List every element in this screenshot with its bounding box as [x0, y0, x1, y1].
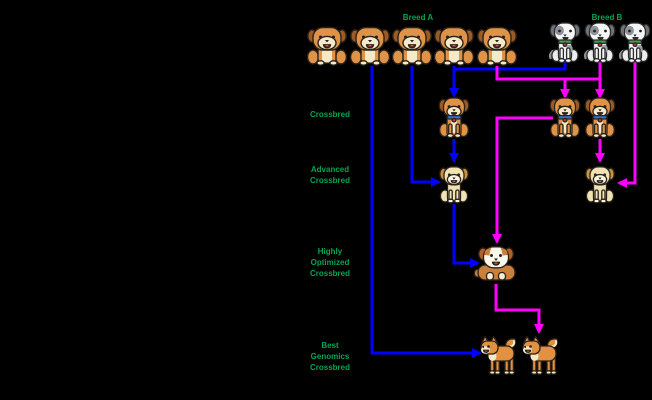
generation-label-line: Genomics [310, 352, 350, 361]
brown-puppy-dog-icon [432, 26, 476, 66]
generation-label-line: Crossbred [309, 110, 350, 119]
gray-spotted-dog-icon [581, 22, 619, 64]
orange-puppy-blue-collar-icon [581, 97, 619, 139]
generation-label-crossbred: Crossbred [299, 109, 361, 120]
brown-puppy-dog-icon [475, 26, 519, 66]
brown-puppy-dog-icon [348, 26, 392, 66]
generation-label-line: Crossbred [309, 269, 350, 278]
generation-label-line: Crossbred [309, 363, 350, 372]
cross-arrow-magenta [492, 116, 553, 244]
cross-arrow-blue [454, 62, 567, 71]
cross-arrow-magenta [494, 284, 544, 334]
generation-label-best-genomics-crossbred: Best Genomics Crossbred [299, 340, 361, 373]
cross-arrow-blue [410, 66, 441, 187]
generation-label-highly-optimized-crossbred: Highly Optimized Crossbred [299, 246, 361, 279]
tan-puppy-icon [436, 166, 472, 204]
generation-label-line: Best [321, 341, 339, 350]
cross-arrow-blue [370, 66, 482, 358]
breed-a-label: Breed A [402, 13, 434, 22]
cross-arrow-magenta [495, 62, 602, 81]
generation-label-advanced-crossbred: Advanced Crossbred [299, 164, 361, 186]
orange-shiba-standing-icon [479, 335, 517, 375]
brown-puppy-dog-icon [305, 26, 349, 66]
generation-label-line: Highly [317, 247, 343, 256]
generation-label-line: Advanced [310, 165, 350, 174]
orange-shiba-standing-icon [521, 335, 559, 375]
cross-arrow-blue [452, 204, 480, 268]
orange-puppy-blue-collar-icon [435, 97, 473, 139]
gray-spotted-dog-icon [546, 22, 584, 64]
brown-white-lying-dog-icon [472, 246, 520, 284]
generation-label-line: Optimized [310, 258, 350, 267]
generation-label-line: Crossbred [309, 176, 350, 185]
breed-b-label: Breed B [591, 13, 623, 22]
gray-spotted-dog-icon [616, 22, 652, 64]
orange-puppy-blue-collar-icon [546, 97, 584, 139]
tan-puppy-icon [582, 166, 618, 204]
brown-puppy-dog-icon [390, 26, 434, 66]
cross-arrow-magenta [617, 62, 637, 188]
